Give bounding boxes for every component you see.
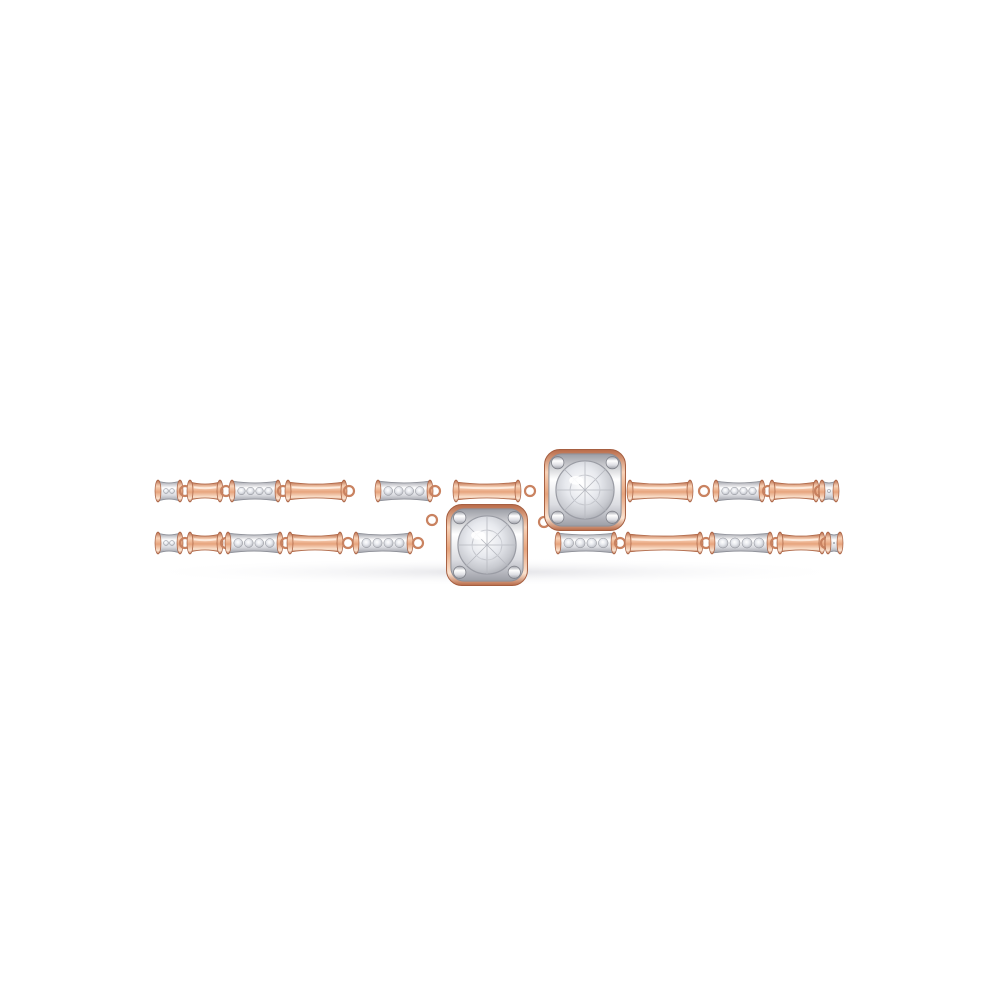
rose-gold-link-icon (186, 531, 224, 555)
pave-diamond-icon (352, 531, 414, 555)
pave-diamond-icon (224, 531, 284, 555)
pave-diamond-icon (228, 479, 282, 503)
rose-gold-link-icon (768, 479, 820, 503)
pave-diamond-icon (554, 531, 618, 555)
upper-strand (154, 479, 840, 503)
pave-diamond-icon (824, 531, 844, 555)
lower-strand (154, 513, 844, 555)
rose-gold-link-icon (626, 479, 694, 503)
rose-gold-link-icon (624, 531, 704, 555)
rose-gold-link-icon (186, 479, 224, 503)
rose-gold-link-icon (776, 531, 826, 555)
pave-diamond-icon (154, 531, 184, 555)
rose-gold-link-icon (286, 531, 344, 555)
solitaire-diamond-icon-lower (446, 504, 528, 586)
pave-diamond-icon (374, 479, 434, 503)
pave-diamond-icon (818, 479, 840, 503)
pave-diamond-icon (708, 531, 774, 555)
solitaire-diamond-icon-upper (544, 449, 626, 531)
pave-diamond-icon (712, 479, 766, 503)
rose-gold-link-icon (284, 479, 348, 503)
rose-gold-link-icon (452, 479, 522, 503)
pave-diamond-icon (154, 479, 184, 503)
